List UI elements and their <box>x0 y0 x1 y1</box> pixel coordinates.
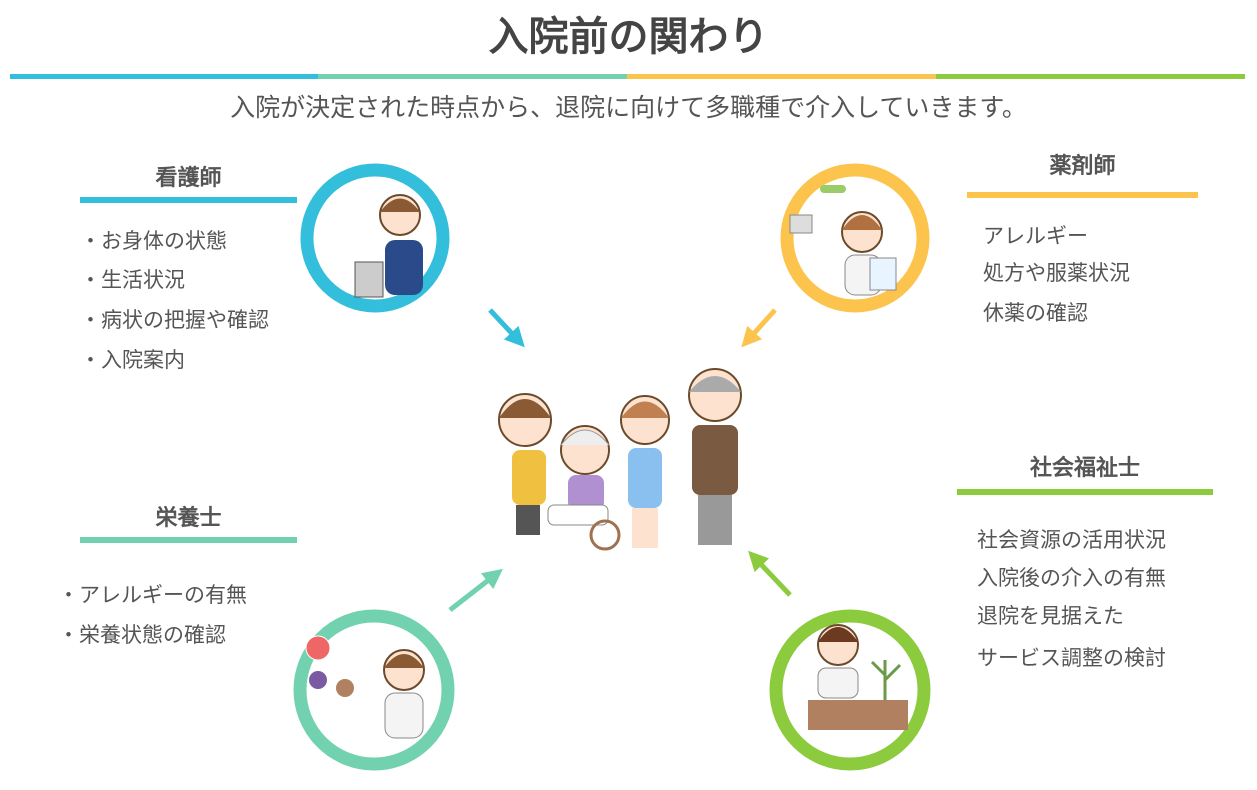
nurse-label: 看護師 <box>155 166 222 191</box>
social-worker-item: 社会資源の活用状況 <box>977 528 1166 552</box>
social-worker-underline <box>957 489 1213 495</box>
nurse-item: ・お身体の状態 <box>80 229 227 253</box>
nurse-item: ・入院案内 <box>80 348 185 372</box>
pharmacist-item: 処方や服薬状況 <box>983 261 1130 285</box>
pharmacist-item: アレルギー <box>983 224 1088 248</box>
pharmacist-illustration <box>789 185 897 296</box>
dietitian-underline <box>80 537 297 543</box>
pharmacist-label: 薬剤師 <box>1049 154 1116 179</box>
page-title: 入院前の関わり <box>488 14 769 60</box>
nurse-arrow <box>488 308 525 348</box>
social-worker-item: 退院を見据えた <box>977 604 1124 628</box>
nurse-illustration <box>354 194 423 298</box>
color-bar-green <box>936 74 1245 79</box>
nurse-underline <box>80 197 297 203</box>
family-illustration <box>498 368 742 551</box>
social-worker-arrow <box>748 550 792 597</box>
social-worker-item: サービス調整の検討 <box>977 646 1166 670</box>
nurse-item: ・病状の把握や確認 <box>80 308 269 332</box>
dietitian-item: ・栄養状態の確認 <box>58 623 226 647</box>
pharmacist-arrow <box>741 308 777 348</box>
subtitle: 入院が決定された時点から、退院に向けて多職種で介入していきます。 <box>230 93 1027 122</box>
social-worker-item: 入院後の介入の有無 <box>977 566 1166 590</box>
nurse-item: ・生活状況 <box>80 268 185 292</box>
dietitian-arrow <box>448 568 503 612</box>
color-bar-yellow <box>627 74 936 79</box>
dietitian-illustration <box>305 635 425 739</box>
dietitian-item: ・アレルギーの有無 <box>58 583 247 607</box>
social-worker-label: 社会福祉士 <box>1029 456 1140 481</box>
color-bar-blue <box>10 74 318 79</box>
dietitian-label: 栄養士 <box>155 506 222 531</box>
color-bar-teal <box>318 74 627 79</box>
pharmacist-underline <box>967 192 1198 198</box>
pharmacist-item: 休薬の確認 <box>983 301 1088 325</box>
social-worker-illustration <box>808 624 908 730</box>
